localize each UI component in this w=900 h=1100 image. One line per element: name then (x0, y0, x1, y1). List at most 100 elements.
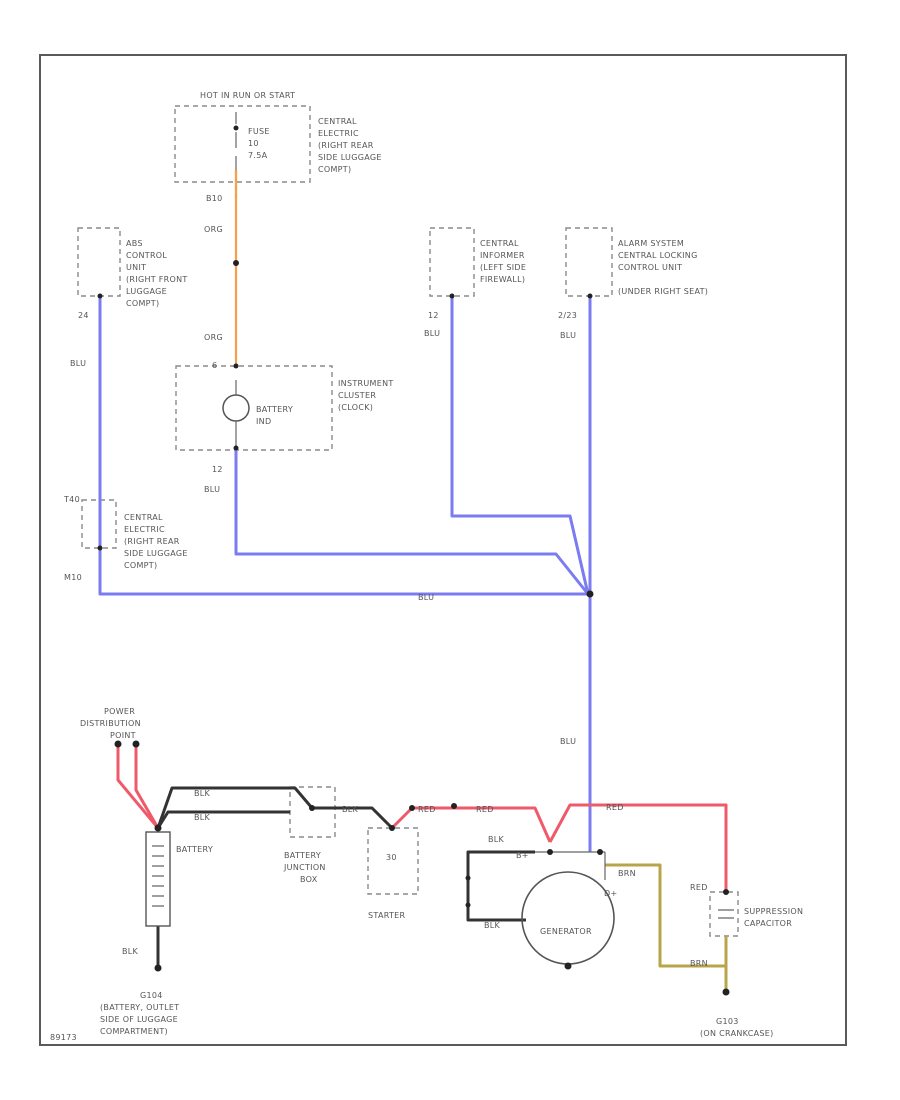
wire-brn-gen-cap (605, 863, 726, 968)
label-g104-3: COMPARTMENT) (100, 1027, 168, 1036)
label-informer-pin: 12 (428, 311, 439, 320)
label-central-left-1: ELECTRIC (124, 525, 165, 534)
label-power-dist-0: POWER (104, 707, 135, 716)
node-cluster-top (233, 363, 239, 369)
label-informer-1: INFORMER (480, 251, 525, 260)
label-power-dist-1: DISTRIBUTION (80, 719, 141, 728)
label-g103-0: G103 (716, 1017, 739, 1026)
label-power-dist-2: POINT (110, 731, 136, 740)
starter-box (367, 827, 419, 895)
diagram-frame (39, 54, 847, 1046)
label-wire-org-2: ORG (204, 333, 223, 342)
label-g104-2: SIDE OF LUGGAGE (100, 1015, 178, 1024)
ground-g103-node (722, 988, 730, 996)
node-cluster-bottom (233, 445, 239, 451)
alarm-control-unit-box (565, 227, 613, 297)
battery-symbol (145, 831, 171, 927)
node-cap-top (723, 889, 729, 895)
label-central-electric-top-2: (RIGHT REAR (318, 141, 374, 150)
node-starter (389, 825, 395, 831)
label-informer-3: FIREWALL) (480, 275, 525, 284)
instrument-cluster-box (175, 365, 333, 451)
label-informer-0: CENTRAL (480, 239, 519, 248)
node-gen-loop (465, 875, 471, 881)
label-gen-blk-top: BLK (488, 835, 505, 844)
label-abs-2: UNIT (126, 263, 146, 272)
ground-g104-node (154, 964, 162, 972)
label-alarm-1: CENTRAL LOCKING (618, 251, 698, 260)
wire-red-distribution (116, 744, 160, 829)
label-abs-3: (RIGHT FRONT (126, 275, 188, 284)
node-junction (309, 805, 315, 811)
wire-blk-battery-junction-2 (156, 810, 290, 829)
node-gen-loop-2 (465, 902, 471, 908)
label-fuse-1: FUSE (248, 127, 270, 136)
label-gen-bplus: B+ (516, 851, 529, 860)
label-conn-b10: B10 (206, 194, 223, 203)
label-cluster-pin-bottom: 12 (212, 465, 223, 474)
battery-indicator-lamp (222, 394, 250, 422)
label-battery-gnd-wire: BLK (122, 947, 139, 956)
wire-blk-gen-loop (466, 850, 535, 922)
label-g104-1: (BATTERY, OUTLET (100, 1003, 179, 1012)
label-central-electric-top-0: CENTRAL (318, 117, 357, 126)
node-red-2 (451, 803, 457, 809)
label-abs-4: LUGGAGE (126, 287, 167, 296)
wire-red-cap (548, 803, 728, 892)
central-electric-fuse-box (174, 105, 311, 183)
label-abs-5: COMPT) (126, 299, 159, 308)
node-abs (97, 293, 103, 299)
battery-cells (152, 845, 164, 907)
suppression-capacitor-box (709, 891, 739, 937)
label-central-electric-top-1: ELECTRIC (318, 129, 359, 138)
label-battery-ind-0: BATTERY (256, 405, 293, 414)
label-wire-blk-3: BLK (342, 805, 359, 814)
label-alarm-pin: 2/23 (558, 311, 577, 320)
label-battery: BATTERY (176, 845, 213, 854)
wire-blu-cluster (234, 448, 590, 595)
label-alarm-3: (UNDER RIGHT SEAT) (618, 287, 708, 296)
label-central-left-pin: T40 (63, 495, 80, 504)
label-wire-red-3: RED (606, 803, 624, 812)
node-org-mid (233, 260, 239, 266)
label-informer-2: (LEFT SIDE (480, 263, 526, 272)
label-g104-0: G104 (140, 991, 163, 1000)
node-splice-main (586, 590, 594, 598)
label-cluster-2: (CLOCK) (338, 403, 373, 412)
generator-link (535, 851, 606, 880)
label-generator: GENERATOR (540, 927, 592, 936)
label-fuse-3: 7.5A (248, 151, 268, 160)
label-alarm-wire: BLU (560, 331, 576, 340)
label-abs-1: CONTROL (126, 251, 167, 260)
wire-red-starter-gen (390, 806, 552, 843)
capacitor-plates (718, 909, 734, 919)
label-central-electric-top-3: SIDE LUGGAGE (318, 153, 382, 162)
central-informer-box (429, 227, 475, 297)
label-junction-2: BOX (300, 875, 318, 884)
label-cluster-0: INSTRUMENT (338, 379, 394, 388)
abs-control-unit-box (77, 227, 121, 297)
wire-red-distribution-2 (134, 744, 160, 829)
label-starter: STARTER (368, 911, 406, 920)
label-junction-1: JUNCTION (283, 863, 326, 872)
generator-symbol[interactable] (521, 871, 615, 965)
label-wire-blk-2: BLK (194, 813, 211, 822)
label-central-left-0: CENTRAL (124, 513, 163, 522)
node-dist-1 (114, 740, 122, 748)
battery-junction-box (289, 786, 336, 838)
node-informer (449, 293, 455, 299)
label-footer-code: 89173 (50, 1033, 77, 1042)
label-wire-brn-2: BRN (690, 959, 708, 968)
wire-blu-informer (450, 296, 590, 595)
node-dist-2 (132, 740, 140, 748)
label-wire-brn-1: BRN (618, 869, 636, 878)
node-red-1 (409, 805, 415, 811)
label-g103-1: (ON CRANKCASE) (700, 1029, 774, 1038)
label-junction-0: BATTERY (284, 851, 321, 860)
label-gen-wire: BLU (560, 737, 576, 746)
label-cap-red: RED (690, 883, 708, 892)
label-capacitor-1: CAPACITOR (744, 919, 792, 928)
label-abs-pin: 24 (78, 311, 89, 320)
label-wire-blk-1: BLK (194, 789, 211, 798)
